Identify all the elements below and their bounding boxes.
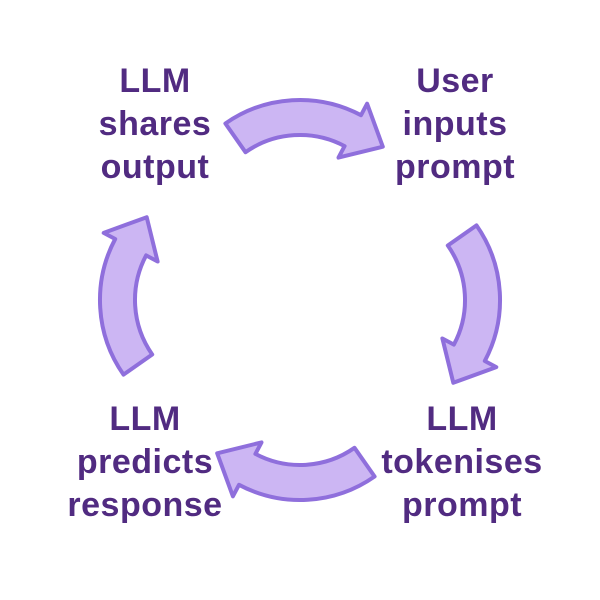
node-llm-tokenises-prompt: LLM tokenises prompt: [381, 400, 543, 524]
node-llm-predicts-response: LLM predicts response: [67, 400, 223, 524]
node-llm-shares-output: LLM shares output: [98, 62, 212, 186]
arrow-predicts-to-shares-icon: [97, 215, 160, 377]
node-user-inputs-prompt: User inputs prompt: [394, 62, 516, 186]
arrow-inputs-to-tokenises-icon: [440, 223, 503, 385]
